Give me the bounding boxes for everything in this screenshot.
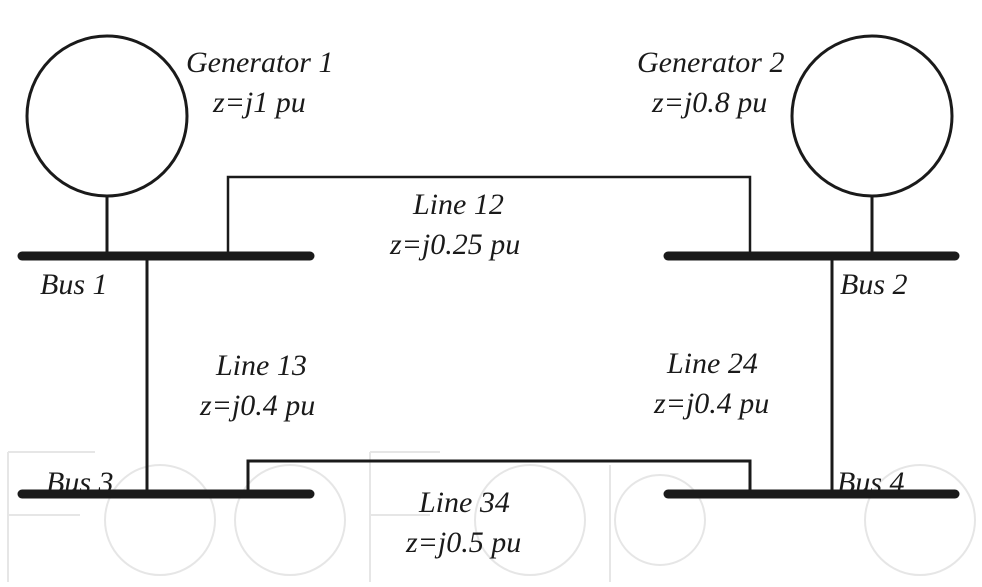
- line-13-name: Line 13: [215, 349, 307, 382]
- line-12-name: Line 12: [412, 188, 504, 221]
- generator-1-impedance: z=j1 pu: [212, 86, 306, 119]
- line-12-impedance: z=j0.25 pu: [389, 228, 520, 261]
- bus-2-label: Bus 2: [840, 268, 908, 301]
- line-34-name: Line 34: [418, 486, 510, 519]
- watermark: [7, 451, 976, 582]
- generator-2-name: Generator 2: [637, 46, 784, 79]
- generator-1-name: Generator 1: [186, 46, 333, 79]
- bus-4-label: Bus 4: [837, 466, 905, 499]
- line-24-name: Line 24: [666, 347, 758, 380]
- line-34-path: [246, 459, 752, 494]
- generator-2-symbol: [790, 34, 954, 198]
- bus-3-label: Bus 3: [46, 466, 114, 499]
- generator-2-impedance: z=j0.8 pu: [651, 86, 767, 119]
- line-13-impedance: z=j0.4 pu: [199, 389, 315, 422]
- line-12-path: [226, 175, 752, 256]
- generator-1-symbol: [25, 34, 189, 198]
- line-34-impedance: z=j0.5 pu: [405, 526, 521, 559]
- bus-1-label: Bus 1: [40, 268, 108, 301]
- line-24-impedance: z=j0.4 pu: [653, 387, 769, 420]
